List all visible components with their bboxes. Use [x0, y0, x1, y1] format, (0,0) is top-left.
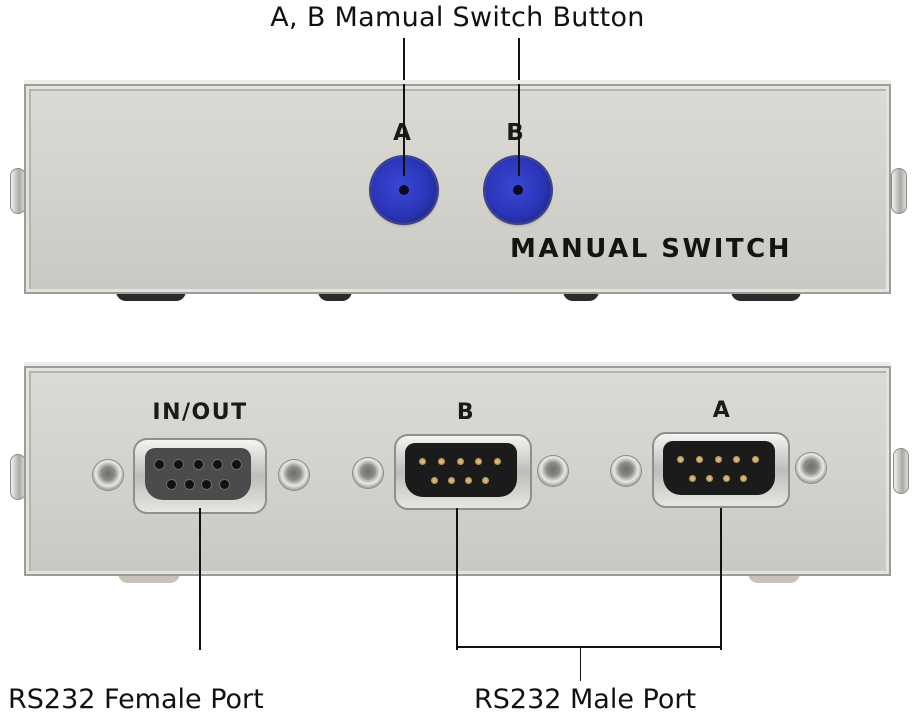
label-rs232-male-port: RS232 Male Port	[474, 684, 697, 715]
hex-screw-icon	[353, 458, 383, 488]
db9-female-face	[145, 448, 251, 500]
front-panel: A B MANUAL SWITCH	[24, 84, 891, 294]
pin-row-top	[677, 456, 759, 463]
button-b-label: B	[506, 120, 524, 146]
label-rs232-female-port: RS232 Female Port	[8, 684, 264, 715]
back-panel-top-rim	[24, 362, 891, 368]
pin-row-bottom	[431, 477, 489, 484]
leader-line-male-port-a	[720, 508, 722, 650]
side-screw-icon	[891, 168, 907, 214]
leader-line-button-a-overlay	[403, 84, 405, 176]
db9-female-port-in-out[interactable]	[133, 438, 267, 514]
pin-row-bottom	[689, 475, 747, 482]
leader-line-male-bracket-stem	[580, 647, 581, 681]
rubber-foot-icon	[116, 291, 186, 301]
hex-screw-icon	[538, 456, 568, 486]
front-panel-top-rim	[24, 80, 891, 86]
leader-line-female-port	[199, 508, 201, 650]
rubber-foot-icon	[563, 291, 599, 301]
manual-switch-brand-text: MANUAL SWITCH	[510, 234, 792, 264]
db9-male-face	[405, 443, 517, 497]
rubber-foot-icon	[318, 291, 352, 301]
hex-screw-icon	[279, 460, 309, 490]
hex-screw-icon	[93, 460, 123, 490]
callout-switch-buttons-title: A, B Mamual Switch Button	[270, 2, 645, 33]
rubber-foot-icon	[748, 573, 800, 583]
back-panel: IN/OUT B A	[24, 366, 891, 576]
db9-male-port-b[interactable]	[394, 434, 532, 510]
leader-dot	[399, 185, 409, 195]
leader-dot	[513, 185, 523, 195]
bracket-male-ports	[456, 646, 722, 648]
port-b-label: B	[456, 400, 476, 425]
db9-male-face	[663, 441, 775, 495]
pin-row-bottom	[167, 480, 229, 489]
hex-screw-icon	[611, 456, 641, 486]
rubber-foot-icon	[118, 573, 180, 583]
hex-screw-icon	[796, 453, 826, 483]
rubber-foot-icon	[731, 291, 801, 301]
pin-row-top	[155, 460, 241, 469]
side-screw-icon	[893, 448, 909, 494]
pin-row-top	[419, 458, 501, 465]
leader-line-button-b-overlay	[518, 84, 520, 176]
leader-line-male-port-b	[456, 508, 458, 650]
button-a-label: A	[393, 120, 411, 146]
port-in-out-label: IN/OUT	[152, 400, 248, 425]
port-a-label: A	[712, 398, 732, 423]
db9-male-port-a[interactable]	[652, 432, 790, 508]
